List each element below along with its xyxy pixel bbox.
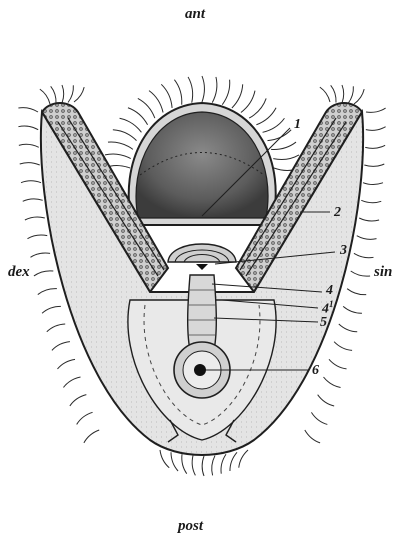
anterior-label: ant [185, 6, 205, 23]
sinistral-label: sin [374, 264, 392, 281]
dextral-label: dex [8, 264, 30, 281]
label-1: 1 [294, 118, 301, 132]
label-4: 4 [326, 284, 333, 298]
posterior-label: post [178, 518, 203, 535]
gut [188, 275, 217, 350]
label-5: 5 [320, 316, 327, 330]
oral-region [168, 244, 236, 270]
label-2: 2 [334, 206, 341, 220]
label-6: 6 [312, 364, 319, 378]
label-3: 3 [340, 244, 347, 258]
